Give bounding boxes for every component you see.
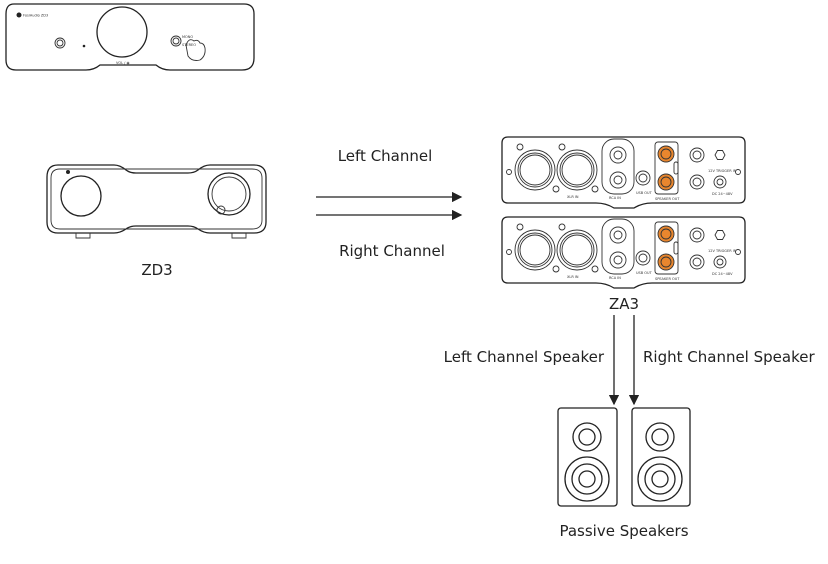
dc-label: DC 24~48V [712, 192, 733, 196]
left-speaker-illustration [557, 407, 618, 507]
zd3-label: ZD3 [141, 261, 172, 279]
right-channel-label: Right Channel [339, 242, 445, 260]
zd3-device-illustration [46, 164, 267, 239]
left-channel-speaker-label: Left Channel Speaker [444, 348, 605, 366]
speaker-out-label: SPEAKER OUT [655, 197, 680, 201]
switch-label-stereo: STEREO [182, 43, 196, 47]
usb-out-label: USB OUT [636, 271, 653, 275]
passive-speakers-label: Passive Speakers [559, 522, 688, 540]
left-channel-label: Left Channel [338, 147, 433, 165]
za3-unit-right: XLR IN RCA IN USB OUT SPEAKER OUT 12V TR… [501, 216, 746, 289]
rca-in-label: RCA IN [609, 196, 621, 200]
zd3-front-panel-illustration: FosiAudio ZD3 MONO STEREO VOL / ◉ [5, 3, 255, 71]
za3-unit-left: XLR IN RCA IN USB OUT SPEAKER OUT 12V TR… [501, 136, 746, 209]
usb-out-label: USB OUT [636, 191, 653, 195]
switch-label-mono: MONO [182, 35, 193, 39]
xlr-in-label: XLR IN [567, 275, 579, 279]
brand-logo-text: FosiAudio ZD3 [23, 14, 48, 18]
xlr-in-label: XLR IN [567, 195, 579, 199]
za3-label: ZA3 [609, 295, 639, 313]
trigger-label: 12V TRIGGER IN [708, 169, 737, 173]
dc-label: DC 24~48V [712, 272, 733, 276]
knob-label: VOL / ◉ [116, 61, 130, 65]
speaker-out-label: SPEAKER OUT [655, 277, 680, 281]
right-speaker-illustration [631, 407, 691, 507]
trigger-label: 12V TRIGGER IN [708, 249, 737, 253]
right-channel-speaker-label: Right Channel Speaker [643, 348, 815, 366]
rca-in-label: RCA IN [609, 276, 621, 280]
